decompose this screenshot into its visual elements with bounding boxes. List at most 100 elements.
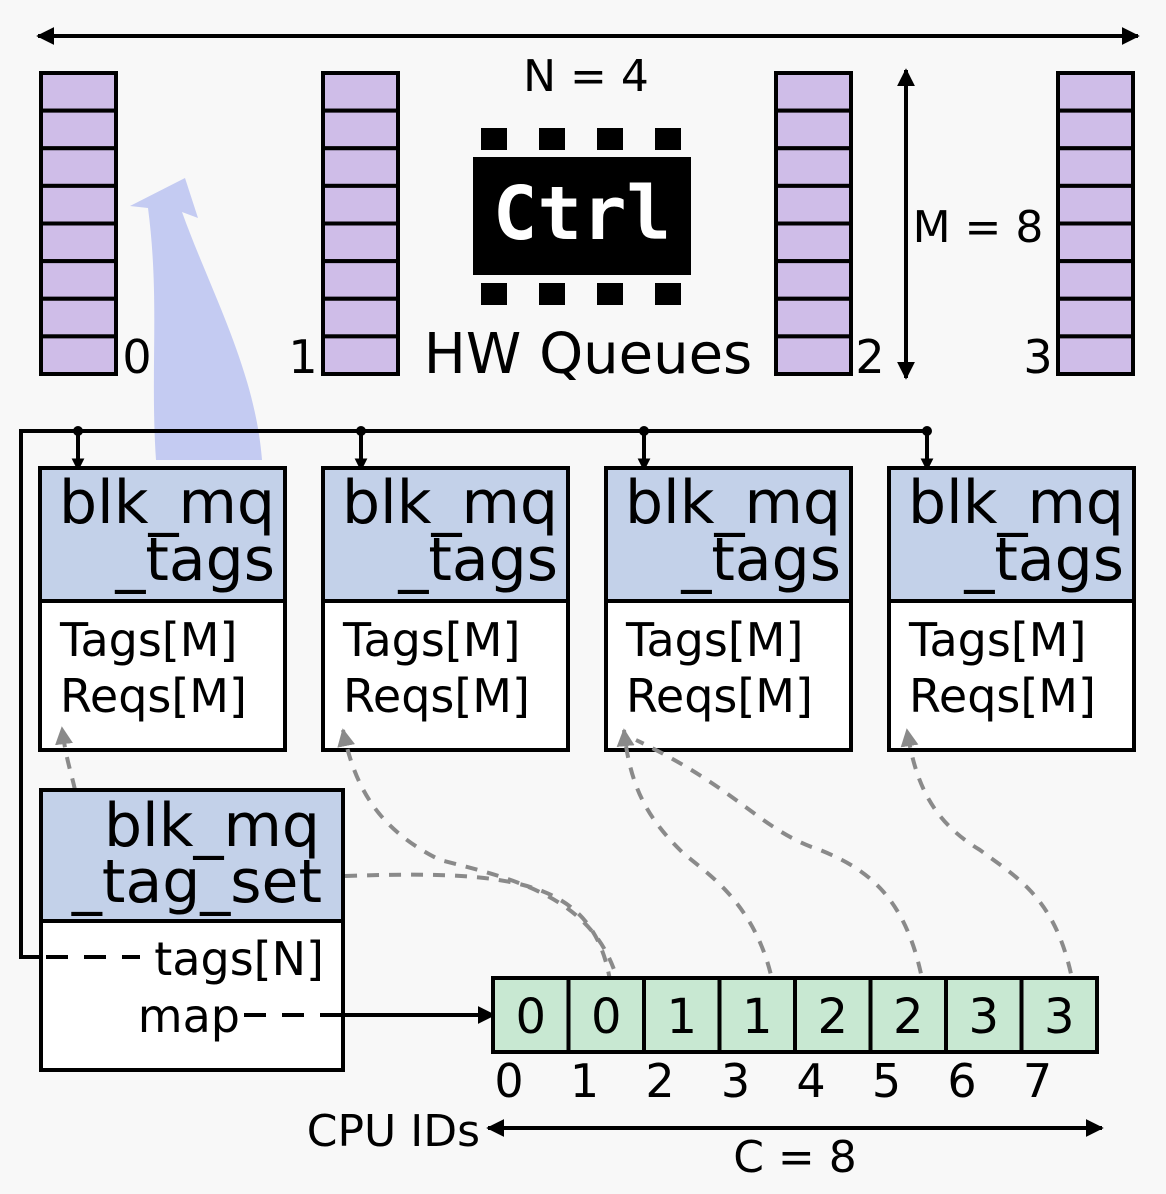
cpu-id: 5 (872, 1054, 901, 1108)
queue-slot (39, 146, 118, 188)
tags-field-tags: Tags[M] (908, 613, 1086, 667)
chip-pin (481, 283, 507, 305)
hw-queue-1: 1 (288, 71, 400, 384)
tags-field-reqs: Reqs[M] (60, 669, 247, 723)
controller-chip: Ctrl (473, 128, 691, 305)
queue-slot (39, 334, 118, 376)
map-cell-value: 0 (515, 989, 546, 1045)
chip-pin (597, 128, 623, 150)
queue-slot (1056, 71, 1135, 113)
hw-queue-id: 2 (855, 330, 884, 384)
cpu-id: 6 (947, 1054, 976, 1108)
map-cell-value: 0 (591, 989, 622, 1045)
queue-slot (774, 108, 853, 151)
queue-slot (1056, 108, 1135, 151)
tag-set-struct: blk_mq _tag_set tags[N] map (39, 788, 345, 1072)
chip-pin (597, 283, 623, 305)
queue-slot (39, 259, 118, 301)
tag-set-title-line1: blk_mq (104, 791, 320, 861)
queue-slot (774, 146, 853, 188)
map-cell-6 (944, 976, 1024, 1054)
tags-field-tags: Tags[M] (59, 613, 237, 667)
tags-field-tags: Tags[M] (625, 613, 803, 667)
tags-title-line2: _tags (114, 525, 275, 595)
queue-slot (39, 296, 118, 339)
queue-slot (321, 296, 400, 339)
map-cell-7 (1019, 976, 1099, 1054)
map-cell-value: 1 (666, 989, 697, 1045)
map-cell-value: 3 (1044, 989, 1075, 1045)
tags-title-line1: blk_mq (625, 468, 841, 538)
queue-slot (1056, 334, 1135, 376)
map-cell-value: 3 (968, 989, 999, 1045)
m-equals-label: M = 8 (913, 202, 1044, 253)
queue-slot (1056, 296, 1135, 339)
map-cell-2 (642, 976, 722, 1054)
queue-slot (774, 183, 853, 226)
queue-slot (1056, 183, 1135, 226)
queue-slot (321, 183, 400, 226)
tag-set-title-line2: _tag_set (71, 847, 322, 917)
chip-pin (539, 283, 565, 305)
hw-queue-3: 3 (1023, 71, 1135, 384)
cpu-id: 0 (494, 1054, 523, 1108)
n-equals-label: N = 4 (523, 51, 649, 102)
map-cell-0 (491, 976, 571, 1054)
map-cell-value: 2 (817, 989, 848, 1045)
queue-slot (39, 71, 118, 113)
cpu-to-tags-dashed-arrows (55, 726, 1077, 996)
cpu-ids-label: CPU IDs (307, 1106, 480, 1157)
queue-slot (321, 108, 400, 151)
queue-slot (774, 71, 853, 113)
tag-set-field-tags: tags[N] (154, 932, 324, 986)
highlight-arrow (130, 178, 262, 460)
queue-slot (321, 71, 400, 113)
controller-label: Ctrl (493, 171, 671, 257)
map-cell-value: 1 (742, 989, 773, 1045)
queue-slot (1056, 259, 1135, 301)
queue-slot (321, 146, 400, 188)
tags-field-tags: Tags[M] (342, 613, 520, 667)
tags-field-reqs: Reqs[M] (909, 669, 1096, 723)
tags-bus-line (19, 429, 927, 959)
queue-slot (321, 334, 400, 376)
hw-queue-id: 3 (1023, 330, 1052, 384)
hw-queue-0: 0 (39, 71, 152, 384)
queue-slot (774, 259, 853, 301)
hw-queue-2: 2 (774, 71, 885, 384)
cpu-id: 1 (570, 1054, 599, 1108)
chip-pin (655, 128, 681, 150)
queue-slot (1056, 221, 1135, 264)
chip-pin (655, 283, 681, 305)
map-cell-1 (566, 976, 646, 1054)
c-equals-label: C = 8 (733, 1132, 857, 1183)
chip-pin (539, 128, 565, 150)
tags-title-line2: _tags (397, 525, 558, 595)
queue-slot (774, 296, 853, 339)
queue-slot (774, 334, 853, 376)
map-cell-value: 2 (893, 989, 924, 1045)
cpu-id: 2 (645, 1054, 674, 1108)
map-cell-3 (717, 976, 797, 1054)
tags-title-line2: _tags (680, 525, 841, 595)
queue-slot (1056, 146, 1135, 188)
queue-slot (39, 221, 118, 264)
cpu-id: 7 (1023, 1054, 1052, 1108)
tags-title-line1: blk_mq (342, 468, 558, 538)
tags-field-reqs: Reqs[M] (343, 669, 530, 723)
hw-queues-label: HW Queues (424, 322, 752, 387)
queue-slot (39, 183, 118, 226)
queue-slot (321, 221, 400, 264)
queue-slot (39, 108, 118, 151)
chip-pin (481, 128, 507, 150)
queue-slot (321, 259, 400, 301)
tags-title-line1: blk_mq (59, 468, 275, 538)
cpu-id: 3 (721, 1054, 750, 1108)
